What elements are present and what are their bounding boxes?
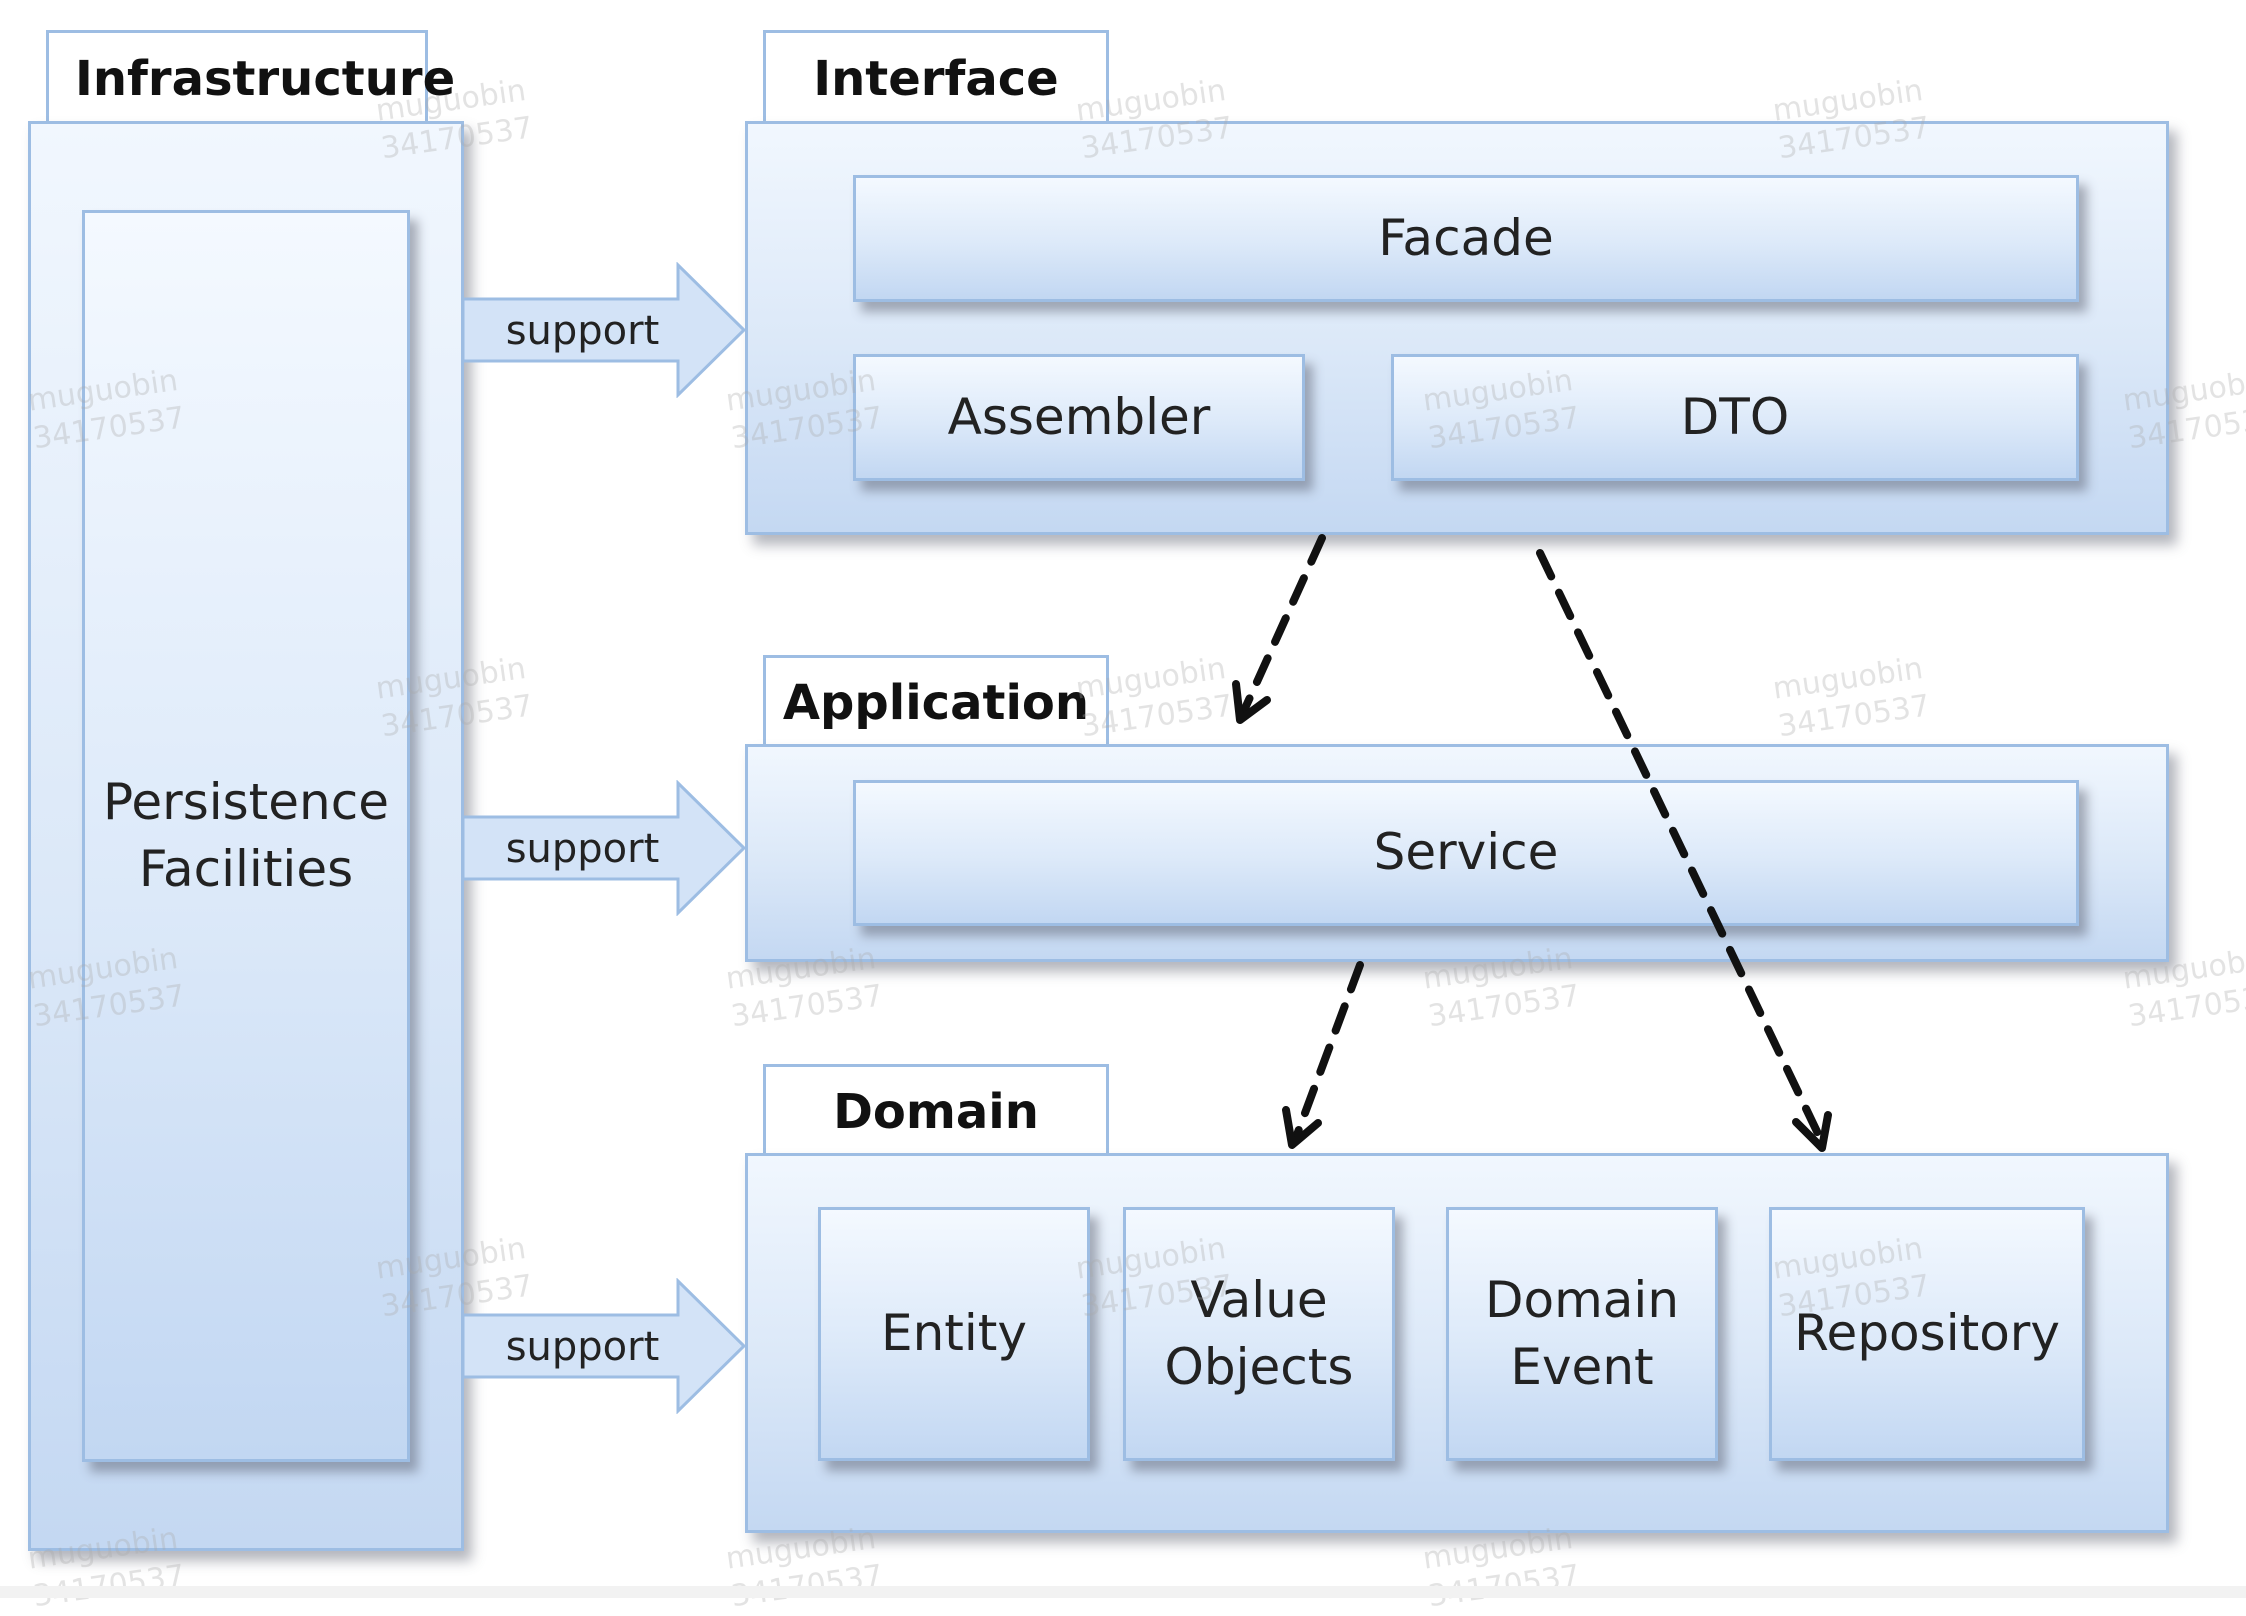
domain-tab: Domain — [763, 1064, 1109, 1156]
dto-box: DTO — [1391, 354, 2079, 481]
support-arrow-interface — [461, 262, 747, 398]
persistence-facilities-box: Persistence Facilities — [82, 210, 410, 1462]
support-label-domain: support — [505, 1324, 660, 1370]
infrastructure-tab: Infrastructure — [46, 30, 455, 124]
value-objects-box: Value Objects — [1123, 1207, 1395, 1461]
repository-box: Repository — [1769, 1207, 2085, 1461]
application-title: Application — [782, 674, 1090, 731]
application-tab: Application — [763, 655, 1109, 747]
support-arrow-application — [461, 780, 747, 916]
facade-box: Facade — [853, 175, 2079, 302]
dto-label: DTO — [1680, 387, 1790, 446]
support-arrow-domain — [461, 1278, 747, 1414]
interface-tab: Interface — [763, 30, 1109, 124]
support-label-application: support — [505, 826, 660, 872]
bottom-edge — [0, 1586, 2246, 1598]
dependency-application-to-value-objects — [1282, 961, 1364, 1149]
entity-label: Entity — [881, 1304, 1027, 1363]
persistence-facilities-label: Persistence Facilities — [103, 772, 389, 899]
facade-label: Facade — [1378, 208, 1554, 267]
assembler-box: Assembler — [853, 354, 1305, 481]
domain-event-box: Domain Event — [1446, 1207, 1718, 1461]
dependency-interface-to-application — [1232, 534, 1326, 724]
assembler-label: Assembler — [947, 387, 1211, 446]
entity-box: Entity — [818, 1207, 1090, 1461]
service-label: Service — [1373, 823, 1559, 882]
domain-event-label: Domain Event — [1484, 1270, 1680, 1397]
support-label-interface: support — [505, 308, 660, 354]
service-box: Service — [853, 780, 2079, 926]
value-objects-label: Value Objects — [1164, 1270, 1354, 1397]
domain-title: Domain — [833, 1083, 1039, 1140]
interface-title: Interface — [813, 50, 1059, 107]
repository-label: Repository — [1794, 1304, 2060, 1363]
infrastructure-title: Infrastructure — [75, 50, 456, 107]
